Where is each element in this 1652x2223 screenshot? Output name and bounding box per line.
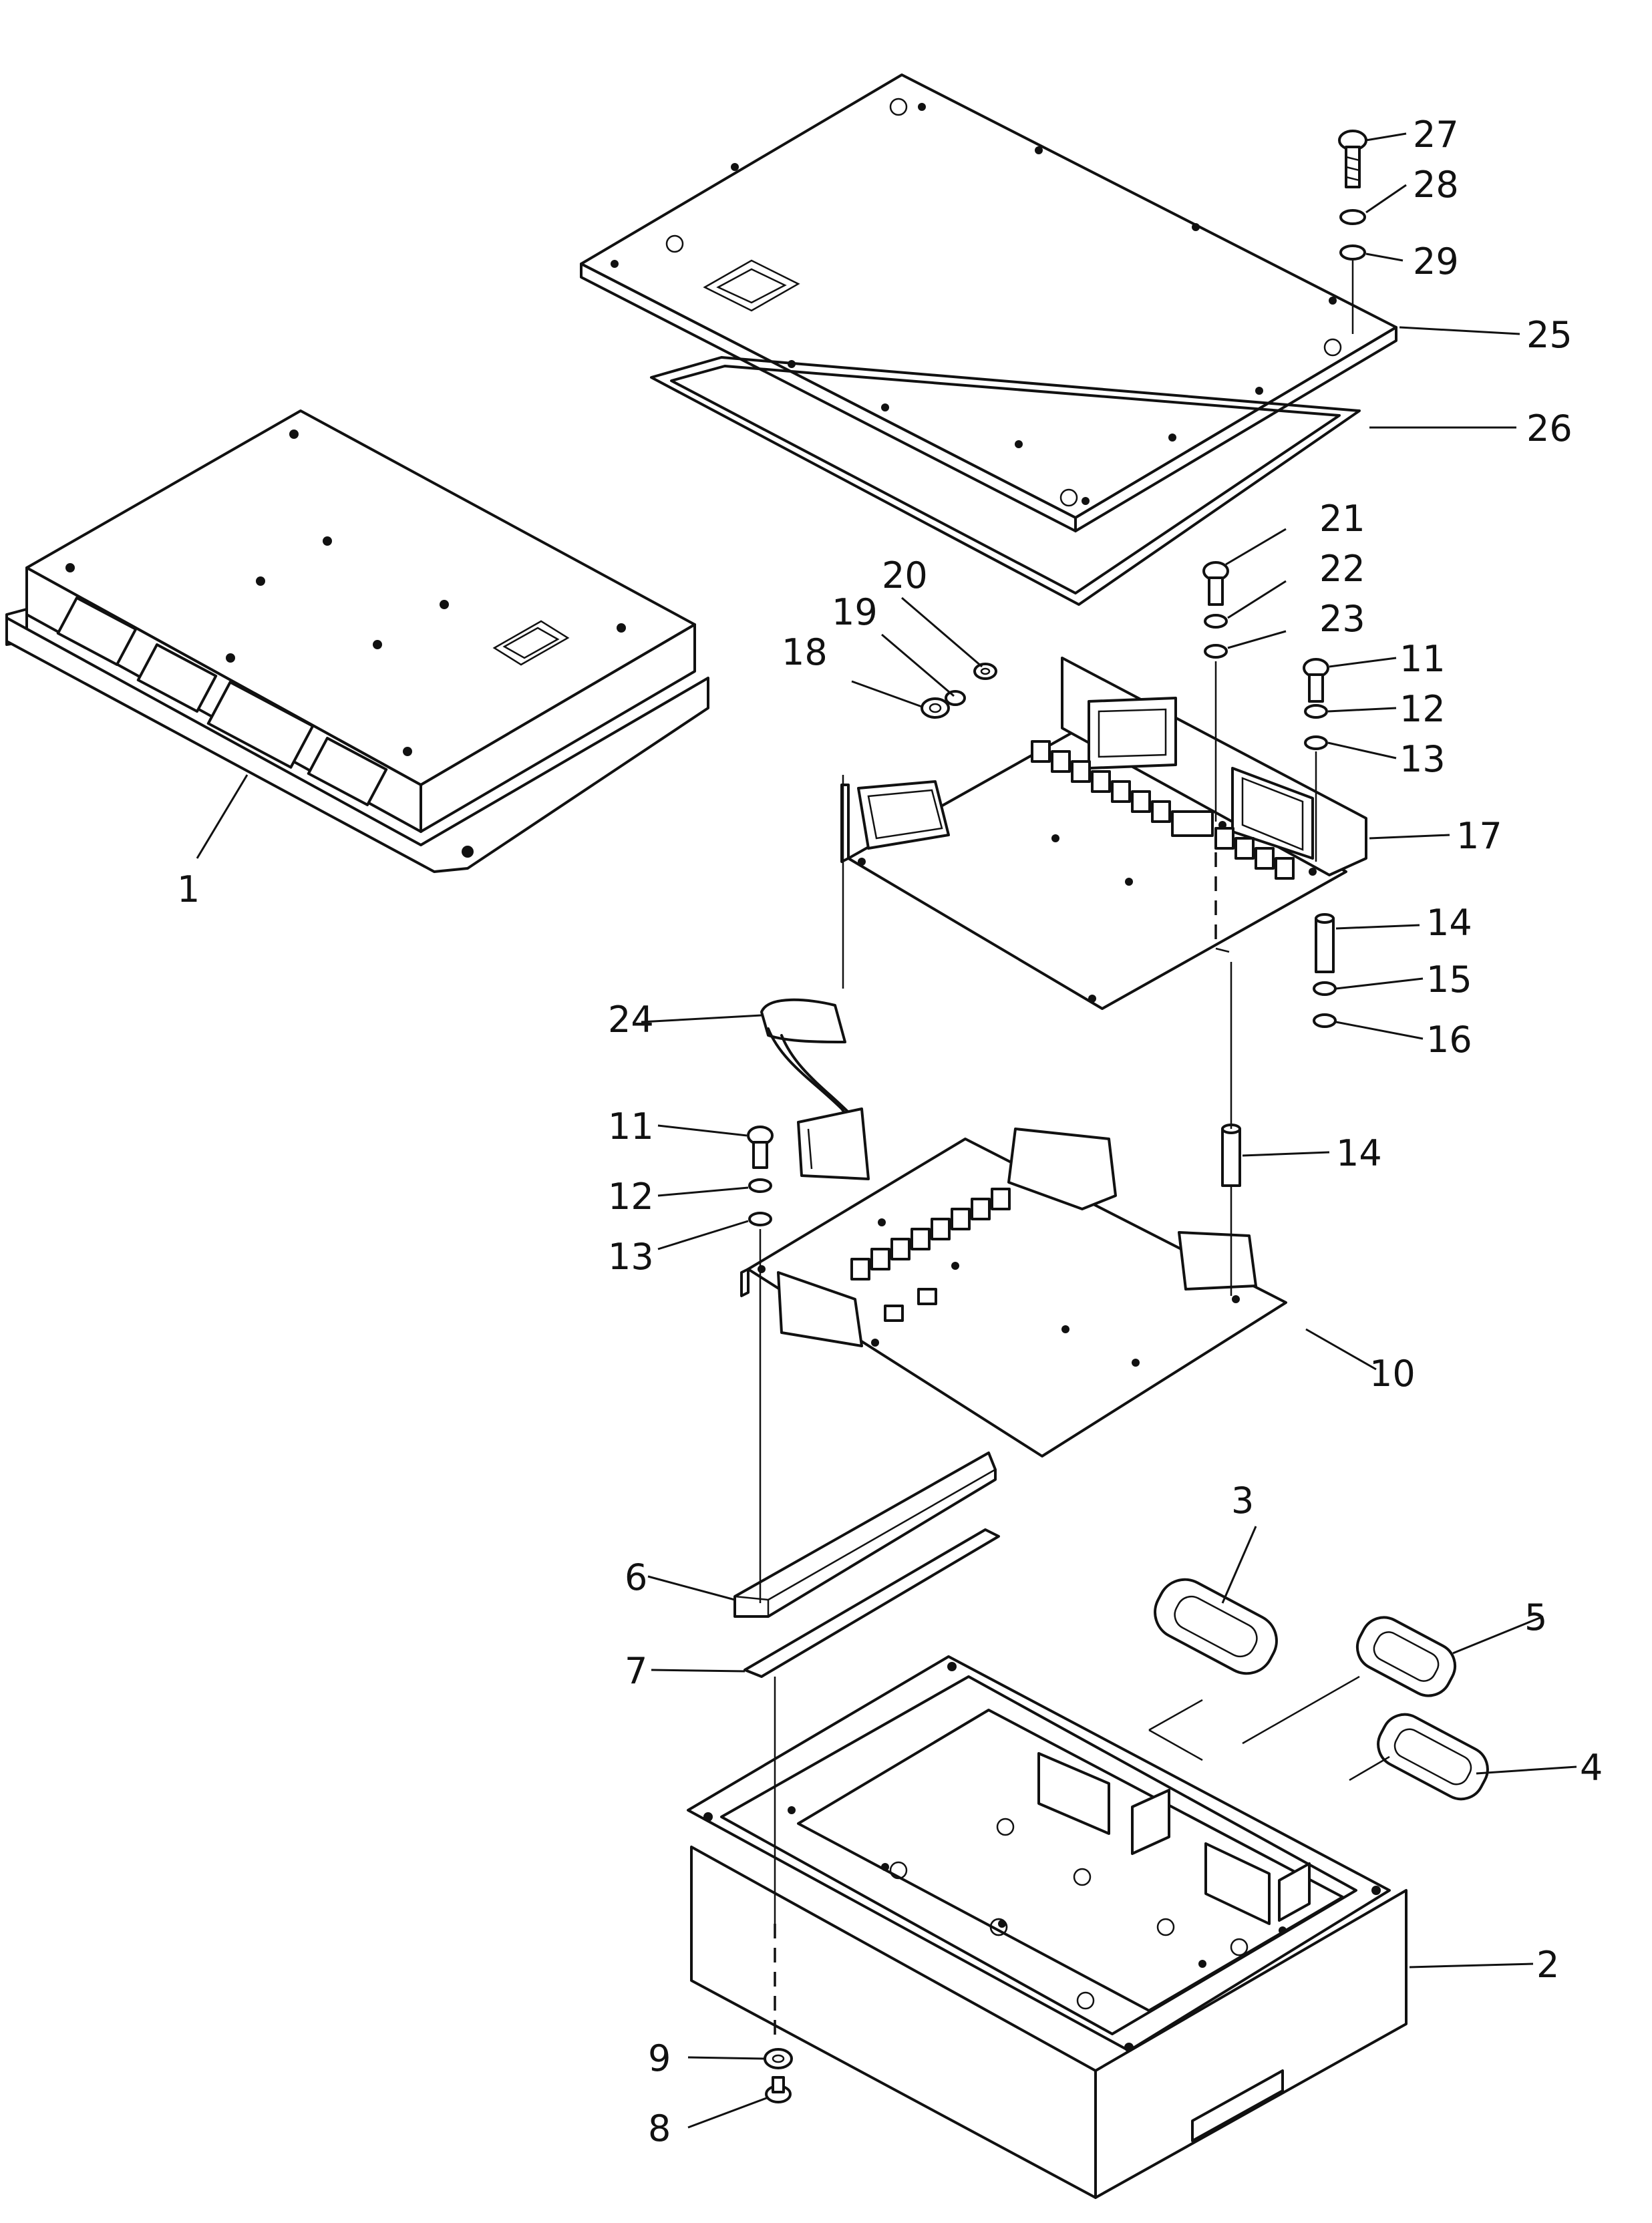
callout-13-lower: 13 xyxy=(608,1236,654,1278)
washer-23 xyxy=(1204,644,1228,659)
washer-13-lower xyxy=(748,1212,772,1226)
callout-19: 19 xyxy=(832,591,878,633)
spacer-bar xyxy=(733,1451,997,1618)
leader-lines xyxy=(196,132,1577,2129)
wire-harness xyxy=(760,998,870,1180)
assembly-axis-lines xyxy=(759,261,1390,2044)
lock-washer-28 xyxy=(1339,209,1366,225)
relay-row-upper xyxy=(1031,740,1295,880)
callout-17: 17 xyxy=(1456,815,1502,857)
callout-5: 5 xyxy=(1524,1596,1547,1639)
callout-10: 10 xyxy=(1369,1353,1416,1395)
nut-9 xyxy=(764,2048,793,2069)
callout-14-lower: 14 xyxy=(1336,1132,1382,1174)
screw-8 xyxy=(765,2076,792,2103)
grommet-4 xyxy=(1377,1713,1489,1801)
screw-21 xyxy=(1202,561,1229,606)
callout-28: 28 xyxy=(1413,164,1459,206)
grommet-5 xyxy=(1355,1616,1457,1697)
screw-11-upper xyxy=(1303,658,1329,703)
lower-case xyxy=(687,1655,1408,2199)
callout-1: 1 xyxy=(177,868,200,910)
callout-7: 7 xyxy=(625,1650,647,1692)
callout-25: 25 xyxy=(1526,314,1573,356)
stud-14-lower xyxy=(1221,1124,1241,1187)
callout-16: 16 xyxy=(1426,1019,1472,1061)
lock-washer-12-upper xyxy=(1304,704,1328,719)
washer-13-upper xyxy=(1304,735,1328,750)
washer-16 xyxy=(1313,1013,1337,1028)
stud-14-upper xyxy=(1315,913,1335,973)
callout-3: 3 xyxy=(1231,1480,1254,1522)
lower-circuit-board xyxy=(740,1128,1287,1458)
grommet-3 xyxy=(1154,1578,1278,1675)
washer-29 xyxy=(1339,244,1366,261)
screw-27 xyxy=(1338,130,1367,188)
lock-washer-15 xyxy=(1313,981,1337,996)
callout-27: 27 xyxy=(1413,114,1459,156)
callout-11-upper: 11 xyxy=(1399,638,1446,680)
callout-22: 22 xyxy=(1319,548,1365,590)
callout-20: 20 xyxy=(882,554,928,596)
callout-2: 2 xyxy=(1536,1944,1559,1986)
nut-washers-18-20 xyxy=(921,663,997,719)
relay-row-lower xyxy=(850,1188,1011,1322)
cover-gasket xyxy=(650,356,1361,606)
callout-26: 26 xyxy=(1526,407,1573,450)
assembled-controller-unit xyxy=(5,409,709,873)
screw-11-lower xyxy=(747,1126,774,1169)
callout-14-upper: 14 xyxy=(1426,902,1472,944)
top-cover xyxy=(580,73,1397,532)
callout-12-upper: 12 xyxy=(1399,688,1446,730)
callout-labels: 1 2 3 4 5 6 7 8 9 10 11 11 12 12 13 13 1… xyxy=(177,114,1603,2150)
callout-6: 6 xyxy=(625,1556,647,1598)
callout-29: 29 xyxy=(1413,240,1459,283)
callout-11-lower: 11 xyxy=(608,1105,654,1148)
callout-12-lower: 12 xyxy=(608,1176,654,1218)
callout-15: 15 xyxy=(1426,959,1472,1001)
upper-circuit-board xyxy=(840,657,1367,1010)
callout-21: 21 xyxy=(1319,498,1365,540)
callout-8: 8 xyxy=(648,2107,671,2150)
callout-24: 24 xyxy=(608,999,654,1041)
lock-washer-12-lower xyxy=(748,1178,772,1193)
lock-washer-22 xyxy=(1204,614,1228,629)
callout-13-upper: 13 xyxy=(1399,738,1446,780)
callout-4: 4 xyxy=(1580,1747,1603,1789)
insulator-strip xyxy=(744,1528,1000,1678)
callout-18: 18 xyxy=(782,631,828,673)
callout-9: 9 xyxy=(648,2037,671,2079)
callout-23: 23 xyxy=(1319,598,1365,640)
